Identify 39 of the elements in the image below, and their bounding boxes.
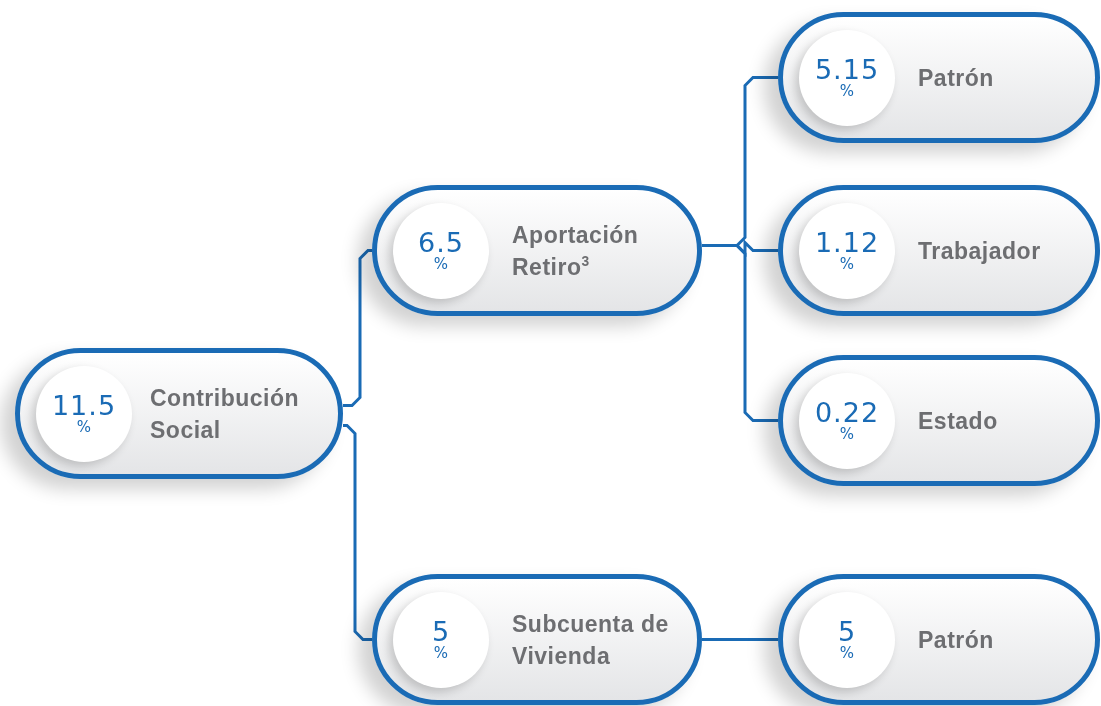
- pill-node: [15, 348, 343, 479]
- pill-node: [778, 12, 1100, 143]
- node-label: Subcuenta de Vivienda: [512, 609, 670, 671]
- pill-node: [778, 355, 1100, 486]
- connector-line: [702, 244, 778, 422]
- percent-sign: %: [839, 256, 855, 273]
- node-label: Patrón: [918, 63, 995, 93]
- percent-value: 6.5: [418, 229, 464, 257]
- node-label: Trabajador: [918, 236, 1042, 266]
- percent-circle: [36, 366, 132, 462]
- percent-value: 1.12: [814, 229, 880, 257]
- percent-value: 5: [837, 618, 857, 646]
- percent-circle: [799, 30, 895, 126]
- percent-value: 0.22: [814, 399, 880, 427]
- connector-line: [343, 424, 372, 641]
- node-label: Estado: [918, 406, 999, 436]
- node-label: Patrón: [918, 625, 995, 655]
- percent-value: 5.15: [814, 56, 880, 84]
- percent-sign: %: [433, 256, 449, 273]
- percent-value: 5: [431, 618, 451, 646]
- node-label: Aportación Retiro$^{3}$: [512, 220, 640, 282]
- pill-node: [778, 574, 1100, 705]
- percent-sign: %: [839, 426, 855, 443]
- connector-line: [702, 638, 778, 641]
- percent-circle: [393, 592, 489, 688]
- pill-node: [372, 185, 702, 316]
- connector-line: [343, 249, 372, 407]
- pill-node: [372, 574, 702, 705]
- percent-sign: %: [839, 645, 855, 662]
- percent-circle: [799, 373, 895, 469]
- percent-sign: %: [839, 83, 855, 100]
- percent-sign: %: [433, 645, 449, 662]
- percent-sign: %: [76, 419, 92, 436]
- pill-node: [778, 185, 1100, 316]
- percent-circle: [799, 592, 895, 688]
- percent-value: 11.5: [51, 392, 117, 420]
- node-label: Contribución Social: [150, 383, 301, 445]
- percent-circle: [799, 203, 895, 299]
- percent-circle: [393, 203, 489, 299]
